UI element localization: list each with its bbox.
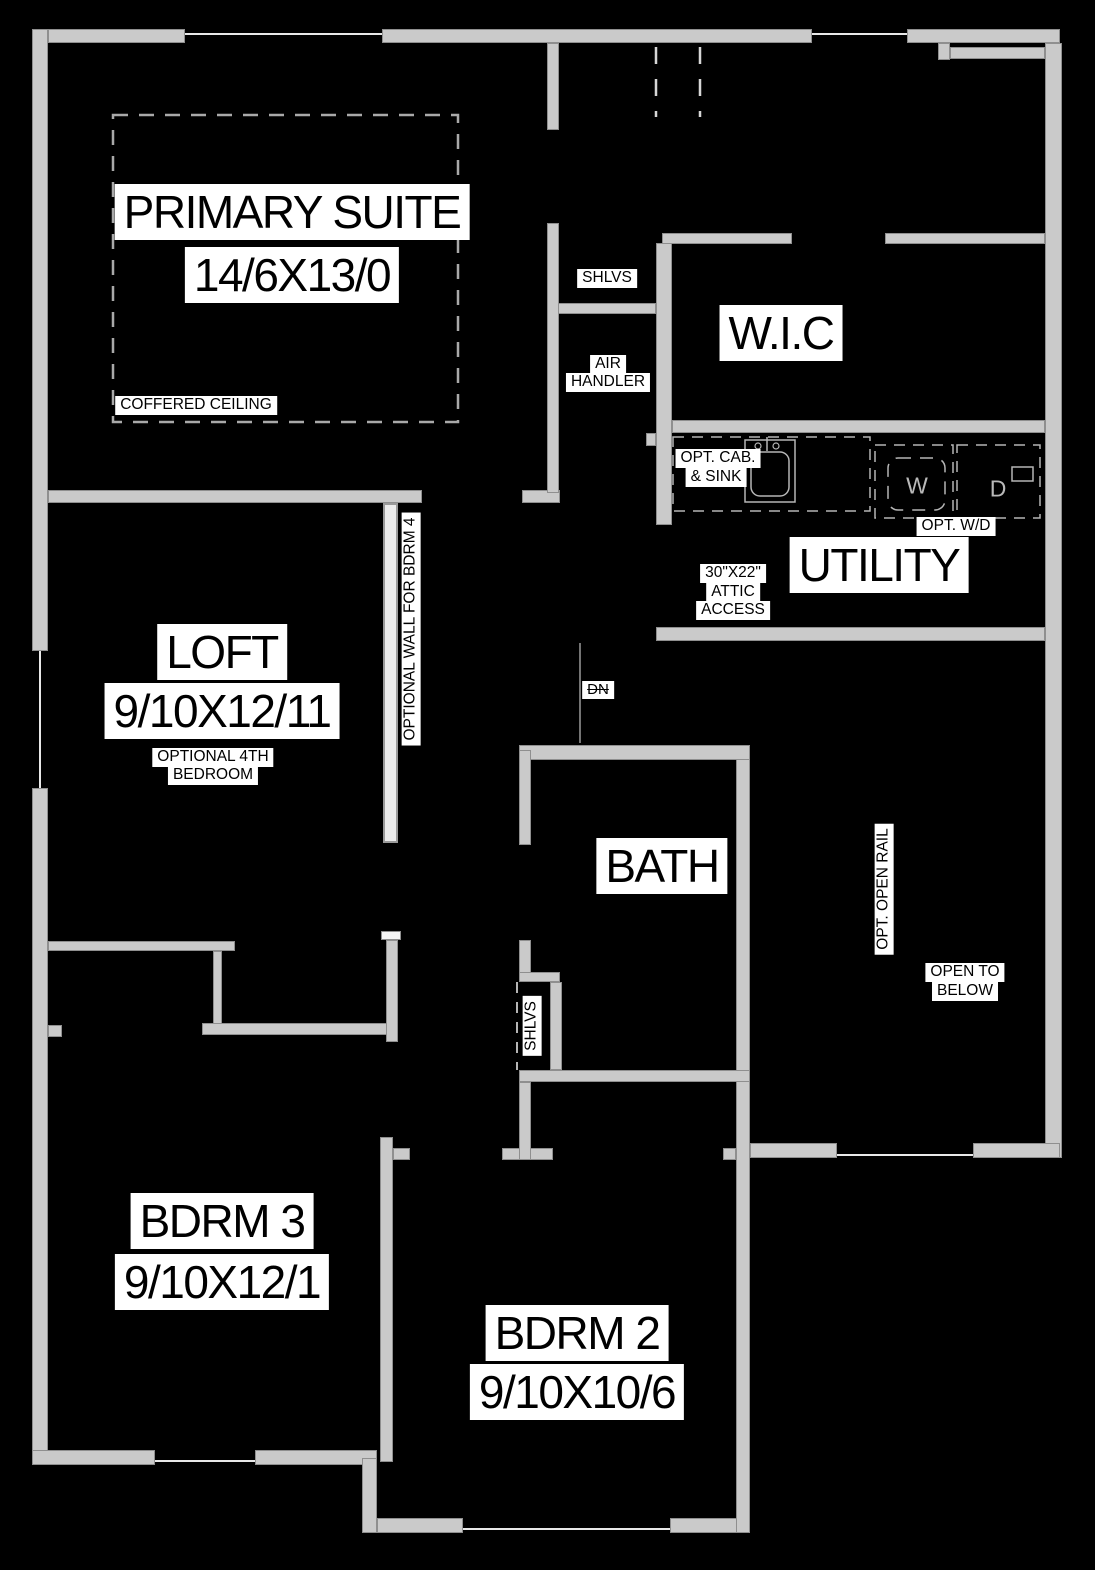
wall-segment bbox=[202, 1023, 387, 1035]
wall-segment bbox=[550, 982, 562, 1070]
wall-segment bbox=[382, 29, 812, 43]
wall-segment bbox=[662, 233, 792, 244]
note-coffered-ceiling: COFFERED CEILING bbox=[115, 396, 277, 415]
room-label-bdrm2: BDRM 2 bbox=[485, 1305, 669, 1362]
note-optional-wall: OPTIONAL WALL FOR BDRM 4 bbox=[401, 512, 421, 746]
note-air-handler-1: AIR bbox=[590, 355, 626, 374]
wall-segment bbox=[670, 1518, 750, 1533]
wall-segment bbox=[646, 433, 656, 446]
washer-letter: W bbox=[906, 472, 928, 499]
wall-segment bbox=[519, 940, 531, 975]
wall-segment bbox=[213, 951, 222, 1027]
wall-segment bbox=[950, 47, 1045, 59]
room-label-wic: W.I.C bbox=[719, 305, 843, 362]
room-label-loft: LOFT bbox=[157, 624, 287, 681]
room-dims-primary-suite: 14/6X13/0 bbox=[184, 247, 400, 304]
wall-segment bbox=[1045, 43, 1062, 1158]
wall-segment bbox=[672, 420, 1045, 433]
wall-segment bbox=[32, 29, 48, 651]
wall-segment bbox=[393, 1148, 410, 1160]
room-dims-loft: 9/10X12/11 bbox=[104, 683, 340, 740]
wall-segment bbox=[255, 1450, 377, 1465]
wall-segment bbox=[938, 43, 950, 60]
wall-segment bbox=[48, 490, 422, 503]
wall-segment bbox=[32, 1450, 155, 1465]
wall-segment bbox=[48, 1025, 62, 1037]
faucet-icon bbox=[772, 442, 780, 450]
wall-segment bbox=[380, 1137, 393, 1462]
wall-segment bbox=[558, 303, 656, 314]
wall-segment bbox=[48, 941, 235, 951]
wall-segment bbox=[48, 29, 185, 43]
sink-basin-icon bbox=[750, 451, 790, 497]
opt-cabinet-outline bbox=[672, 436, 871, 512]
room-label-utility: UTILITY bbox=[789, 537, 969, 594]
note-attic-3: ACCESS bbox=[696, 601, 770, 620]
note-opt-open-rail: OPT. OPEN RAIL bbox=[874, 823, 894, 955]
room-label-bdrm3: BDRM 3 bbox=[130, 1193, 314, 1250]
washer-outline bbox=[874, 444, 954, 519]
room-label-primary-suite: PRIMARY SUITE bbox=[114, 184, 470, 241]
room-dims-bdrm3: 9/10X12/1 bbox=[114, 1254, 330, 1311]
wall-segment bbox=[547, 43, 559, 130]
note-opt-cab-2: & SINK bbox=[685, 468, 747, 487]
wall-segment bbox=[377, 1518, 463, 1533]
note-attic-2: ATTIC bbox=[706, 583, 760, 602]
wall-segment bbox=[32, 788, 48, 1465]
wall-segment bbox=[519, 745, 750, 760]
wall-segment bbox=[547, 223, 559, 493]
note-attic-1: 30"X22" bbox=[700, 564, 766, 583]
wall-segment bbox=[885, 233, 1045, 244]
note-air-handler-2: HANDLER bbox=[565, 373, 651, 392]
wall-end-cap bbox=[381, 931, 401, 940]
wall-segment bbox=[386, 940, 398, 1042]
note-optional-4th-2: BEDROOM bbox=[167, 766, 259, 785]
wall-segment bbox=[656, 627, 1045, 641]
room-dims-bdrm2: 9/10X10/6 bbox=[469, 1364, 685, 1421]
coffered-ceiling-outline bbox=[111, 113, 460, 424]
wall-segment bbox=[519, 1070, 750, 1082]
note-shlvs-top: SHLVS bbox=[577, 269, 637, 288]
room-label-bath: BATH bbox=[596, 838, 728, 895]
wall-segment bbox=[973, 1143, 1060, 1158]
optional-wall-bdrm4 bbox=[383, 503, 398, 843]
stair-down-label: DN bbox=[582, 681, 614, 700]
note-opt-cab-1: OPT. CAB. bbox=[675, 449, 761, 468]
dryer-outline bbox=[956, 444, 1041, 519]
wall-segment bbox=[522, 490, 560, 503]
dryer-control-icon bbox=[1011, 466, 1034, 482]
note-opt-wd: OPT. W/D bbox=[916, 517, 996, 536]
note-optional-4th-1: OPTIONAL 4TH bbox=[152, 748, 274, 767]
wall-segment bbox=[736, 745, 750, 1533]
wall-segment bbox=[519, 972, 560, 982]
washer-inner-outline bbox=[887, 457, 946, 511]
wall-segment bbox=[907, 29, 1060, 43]
dryer-letter: D bbox=[989, 475, 1007, 502]
wall-segment bbox=[723, 1148, 736, 1160]
note-open-below-1: OPEN TO bbox=[925, 963, 1005, 982]
note-shlvs-side: SHLVS bbox=[522, 996, 542, 1056]
wall-segment bbox=[519, 1082, 531, 1160]
wall-segment bbox=[362, 1458, 377, 1533]
note-open-below-2: BELOW bbox=[932, 982, 998, 1001]
wall-segment bbox=[750, 1143, 837, 1158]
wall-segment bbox=[656, 243, 672, 525]
wall-segment bbox=[519, 750, 531, 845]
